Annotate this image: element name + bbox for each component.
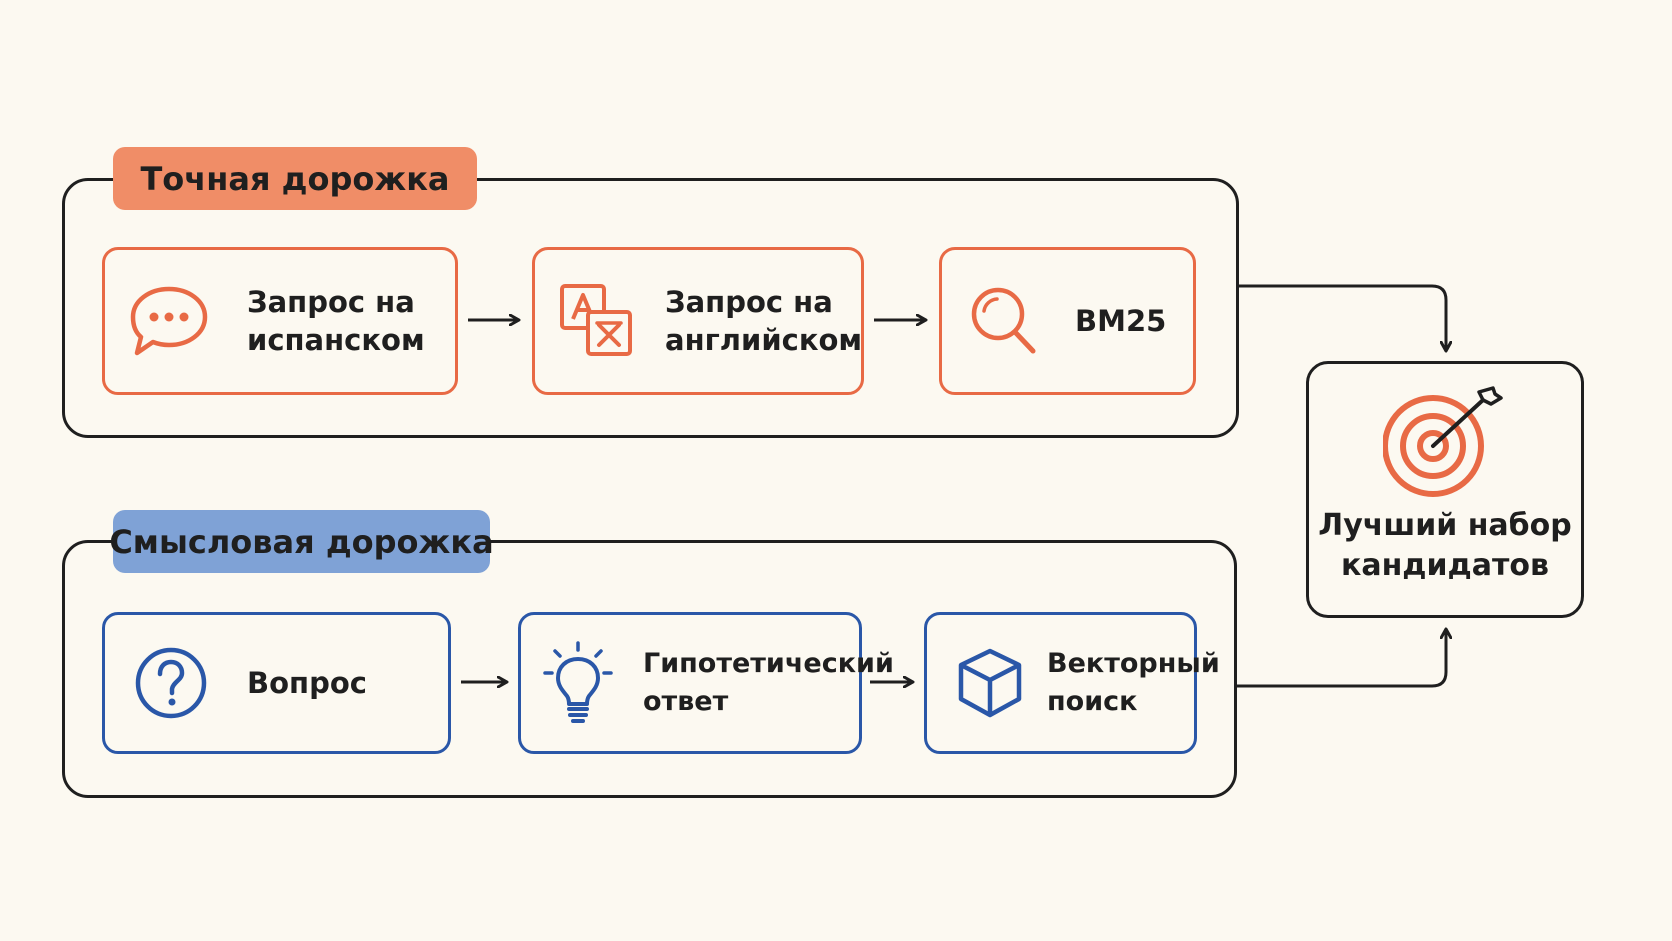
exact-lane (62, 178, 1239, 438)
step-english-query: Запрос на английском (532, 247, 864, 395)
arrow-semantic-to-result (1237, 630, 1446, 688)
search-icon (969, 285, 1039, 357)
step-question: Вопрос (102, 612, 451, 754)
step-hypothetical-answer: Гипотетический ответ (518, 612, 894, 754)
cube-icon (957, 647, 1023, 719)
step-vector-search: Векторный поиск (924, 612, 1220, 754)
best-candidates-box: Лучший набор кандидатов (1306, 361, 1584, 618)
lightbulb-icon (543, 641, 613, 725)
step-bm25: BM25 (939, 247, 1196, 395)
step-label: Запрос на английском (665, 285, 863, 357)
semantic-lane-label: Смысловая дорожка (109, 510, 494, 573)
result-label: Лучший набор кандидатов (1318, 508, 1572, 583)
semantic-lane (62, 540, 1237, 798)
translate-icon (559, 283, 635, 359)
exact-lane-label: Точная дорожка (113, 147, 477, 210)
step-label: Вопрос (247, 666, 367, 700)
chat-bubble-icon (127, 283, 211, 359)
step-label: Векторный поиск (1047, 648, 1220, 717)
step-spanish-query: Запрос на испанском (102, 247, 458, 395)
question-icon (135, 647, 207, 719)
arrow-exact-to-result (1239, 284, 1446, 350)
step-label: Запрос на испанском (247, 285, 425, 357)
step-label: Гипотетический ответ (643, 648, 894, 717)
target-icon (1382, 386, 1507, 502)
step-label: BM25 (1075, 304, 1167, 338)
